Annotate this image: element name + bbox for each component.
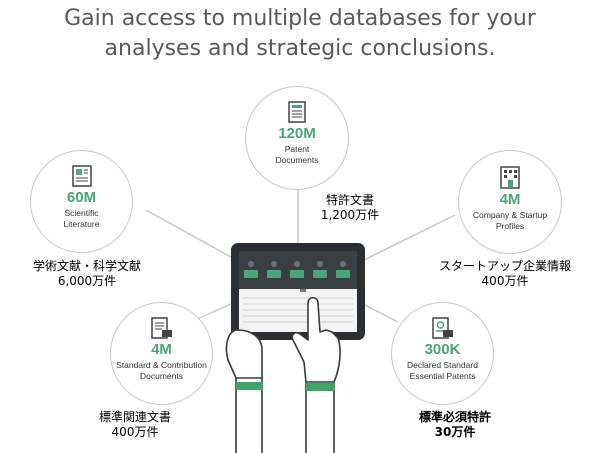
node-patent: 120M Patent Documents (245, 86, 349, 190)
node-sep: 300K Declared Standard Essential Patents (391, 302, 494, 405)
headline: Gain access to multiple databases for yo… (0, 4, 600, 64)
company-label-2: Profiles (495, 221, 525, 231)
company-label-1: Company & Startup (472, 210, 548, 220)
literature-label-2: Literature (63, 219, 100, 229)
caption-standard-1: 標準関連文書 (98, 410, 171, 424)
patent-label-2: Documents (275, 155, 319, 165)
standard-label-2: Documents (140, 371, 183, 381)
standard-count: 4M (151, 341, 172, 358)
sep-label-2: Essential Patents (409, 371, 476, 381)
sep-count: 300K (424, 341, 461, 358)
standard-label-1: Standard & Contribution (116, 360, 207, 370)
right-cuff (306, 383, 335, 391)
literature-label-1: Scientific (64, 208, 99, 218)
node-company: 4M Company & Startup Profiles (458, 150, 562, 254)
caption-literature: 学術文献・科学文献 6,000万件 (8, 259, 166, 289)
caption-standard-2: 400万件 (111, 425, 159, 439)
caption-company: スタートアップ企業情報 400万件 (420, 259, 590, 289)
caption-literature-2: 6,000万件 (57, 274, 117, 288)
left-cuff (236, 382, 263, 390)
company-count: 4M (499, 191, 521, 208)
tablet-illustration (231, 243, 365, 340)
connector-literature (145, 209, 241, 263)
caption-company-2: 400万件 (481, 274, 529, 288)
caption-patent-1: 特許文書 (325, 193, 374, 207)
literature-count: 60M (66, 189, 97, 206)
caption-patent: 特許文書 1,200万件 (305, 193, 395, 223)
headline-line1: Gain access to multiple databases for yo… (64, 6, 536, 31)
caption-patent-2: 1,200万件 (320, 208, 380, 222)
patent-count: 120M (278, 125, 316, 142)
headline-line2: analyses and strategic conclusions. (104, 36, 496, 61)
node-standard: 4M Standard & Contribution Documents (110, 302, 213, 405)
tablet-tiles (244, 270, 350, 278)
patent-label-1: Patent (284, 144, 310, 154)
certificate-icon (431, 317, 453, 339)
caption-sep-2: 30万件 (434, 425, 476, 439)
caption-company-1: スタートアップ企業情報 (438, 259, 571, 273)
building-icon (500, 166, 520, 189)
connector-company (359, 214, 456, 263)
caption-sep-1: 標準必須特許 (418, 410, 491, 424)
document-icon (288, 101, 306, 123)
node-literature: 60M Scientific Literature (30, 150, 133, 253)
hands-illustration (225, 296, 341, 453)
newspaper-icon (71, 165, 92, 187)
iso-document-icon (150, 317, 172, 339)
caption-sep: 標準必須特許 30万件 (400, 410, 510, 440)
caption-literature-1: 学術文献・科学文献 (32, 259, 141, 273)
caption-standard: 標準関連文書 400万件 (80, 410, 190, 440)
sep-label-1: Declared Standard (407, 360, 478, 370)
